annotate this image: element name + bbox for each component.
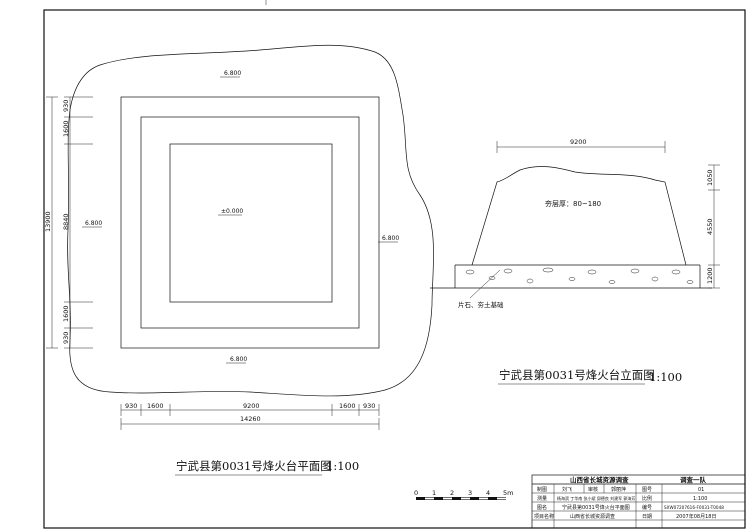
elev-dim-top: 9200 [570,138,587,146]
level-bottom: 6.800 [230,356,247,363]
dim-left-total: 13900 [44,211,52,232]
elev-dims-right: 1050 4550 1200 [706,164,720,289]
dim-bottom-total: 14260 [240,415,261,423]
elev-scale: 1:100 [649,370,682,384]
dim-left-8840: 8840 [62,213,70,230]
dim-left-1600b: 1600 [62,305,70,322]
plan-dims-left: 930 1600 8840 1600 930 13900 [44,96,93,349]
tb-org: 山西省长城资源调查 [570,475,629,484]
plan-square-outer [120,96,380,349]
dim-bottom-930a: 930 [125,402,137,410]
scale-tick-0: 0 [414,489,418,497]
elevation-view: 9200 1050 45 [430,138,720,385]
tb-r2-c4: 编号 [642,504,652,511]
elev-dim-1050: 1050 [706,169,714,186]
tb-r1-c4: 比例 [642,495,652,502]
level-left: 6.800 [85,220,102,227]
dim-bottom-1600a: 1600 [147,402,164,410]
dim-bottom-1600b: 1600 [339,402,356,410]
tb-r3-c4: 日期 [642,514,652,520]
level-center: ±0.000 [221,208,243,215]
sheet-border [43,9,746,529]
tb-r0-c2: 审核 [588,486,598,493]
level-right: 6.800 [382,235,399,242]
dim-left-930b: 930 [62,332,70,344]
scale-tick-1: 1 [432,489,436,497]
scale-tick-5m: 5m [503,489,513,497]
scale-tick-4: 4 [486,489,490,497]
tb-r1-c5: 1:100 [693,496,707,502]
tb-r3-c5: 2007年08月18日 [676,513,716,520]
tb-r3-c1: 山西省长城资源调查 [570,513,615,520]
level-top: 6.800 [224,70,241,77]
tb-r2-c0: 图名 [537,504,547,511]
tb-r1-c1: 杨海滨 丁华南 张小斌 邱德良 刘建军 郭海芳 [557,495,635,501]
tb-r3-c0: 项目名称 [534,513,554,520]
scale-tick-2: 2 [450,489,454,497]
dim-bottom-930b: 930 [363,402,375,410]
plan-outer-boundary [67,44,434,397]
tb-r0-c3: 郭丽萍 [611,486,626,493]
tb-r0-c4: 图号 [642,487,652,493]
tb-r2-c1: 宁武县第0031号烽火台平面图 [562,504,630,511]
scale-bar: 0 1 2 3 4 5m [414,489,513,500]
title-block: 山西省长城资源调查 调查一队 制图 刘飞 审核 郭丽萍 图号 01 测量 杨海滨… [531,474,746,529]
elev-title: 宁武县第0031号烽火台立面图 [499,368,655,382]
elev-label-base: 片石、夯土基础 [458,300,504,309]
plan-dims-bottom: 930 1600 9200 1600 930 14260 [120,402,380,430]
scale-tick-3: 3 [468,489,472,497]
dim-left-930a: 930 [62,100,70,112]
tb-r0-c5: 01 [698,487,704,493]
elev-dim-4550: 4550 [706,218,714,235]
tb-r0-c0: 制图 [537,486,547,493]
dim-bottom-9200: 9200 [243,402,260,410]
tb-team: 调查一队 [680,475,707,484]
elev-stones [465,267,694,284]
tb-r1-c0: 测量 [537,495,547,502]
elev-body [471,166,687,266]
elev-dim-1200: 1200 [706,267,714,284]
plan-square-inner [169,143,333,303]
dim-left-1600a: 1600 [62,120,70,137]
elev-label-layer: 夯层厚：80~180 [545,199,601,208]
plan-scale: 1:100 [326,459,359,473]
tb-r0-c1: 刘飞 [562,486,572,493]
plan-square-middle [140,116,360,329]
plan-view: 6.800 6.800 6.800 6.800 ±0.000 930 1600 … [44,44,434,476]
plan-title: 宁武县第0031号烽火台平面图 [176,459,332,473]
elev-base-leader [469,269,501,299]
tb-r2-c5: SXW07207616-F0031-T0048 [664,505,724,510]
